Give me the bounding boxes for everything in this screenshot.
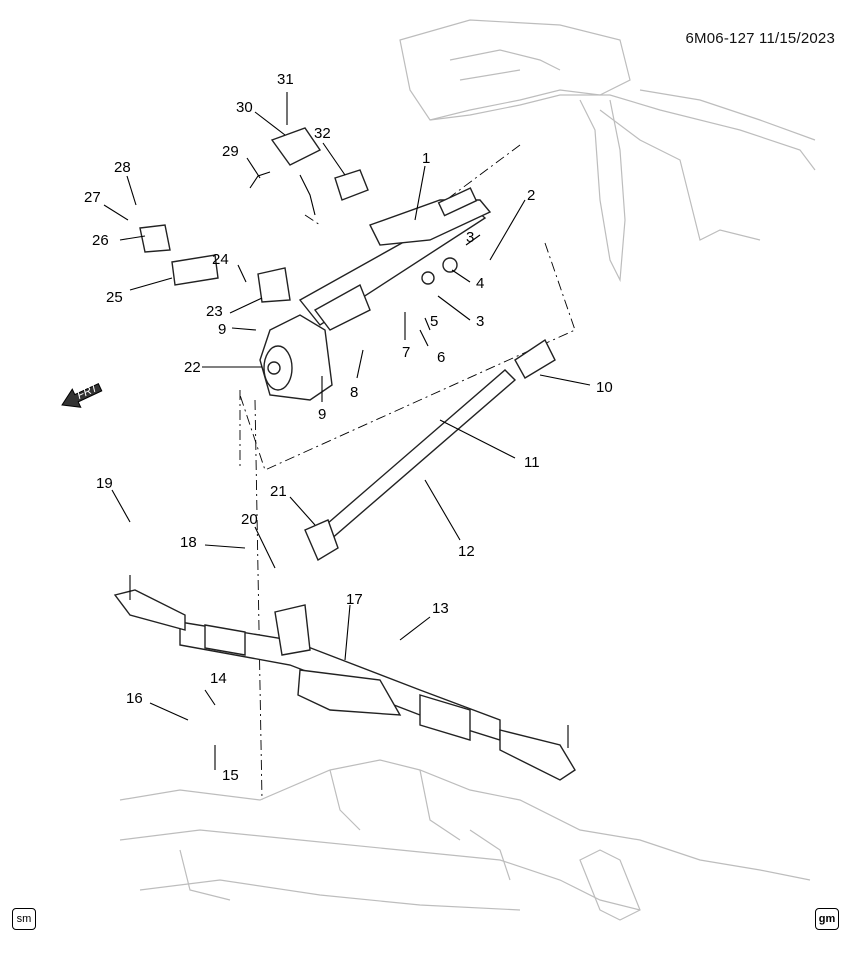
body-structure: [399, 19, 816, 283]
callout-29: 29: [222, 143, 239, 160]
sm-logo: sm: [12, 908, 36, 930]
callout-26: 26: [92, 232, 109, 249]
gm-logo: gm: [815, 908, 839, 930]
callout-10: 10: [596, 379, 613, 396]
callout-16: 16: [126, 690, 143, 707]
steering-gear: [113, 575, 576, 781]
callout-30: 30: [236, 99, 253, 116]
callout-19: 19: [96, 475, 113, 492]
callout-8: 8: [350, 384, 358, 401]
front-direction-icon: FRT: [61, 382, 103, 408]
callout-13: 13: [432, 600, 449, 617]
callout-22: 22: [184, 359, 201, 376]
callout-9: 9: [218, 321, 226, 338]
callout-32: 32: [314, 125, 331, 142]
reference-boundary: [239, 144, 576, 801]
intermediate-shaft: [304, 338, 556, 562]
callout-18: 18: [180, 534, 197, 551]
callout-31: 31: [277, 71, 294, 88]
leader-lines: [103, 92, 591, 770]
dash-boot: [259, 314, 333, 401]
callout-9: 9: [318, 406, 326, 423]
callout-12: 12: [458, 543, 475, 560]
callout-20: 20: [241, 511, 258, 528]
callout-5: 5: [430, 313, 438, 330]
steering-column: [298, 187, 492, 331]
modules: [139, 127, 369, 303]
callout-27: 27: [84, 189, 101, 206]
callout-6: 6: [437, 349, 445, 366]
callout-15: 15: [222, 767, 239, 784]
diagram-reference: 6M06-127 11/15/2023: [685, 30, 835, 47]
callout-14: 14: [210, 670, 227, 687]
callout-7: 7: [402, 344, 410, 361]
callout-24: 24: [212, 251, 229, 268]
callout-1: 1: [422, 150, 430, 167]
callout-21: 21: [270, 483, 287, 500]
callout-4: 4: [476, 275, 484, 292]
subframe: [119, 759, 811, 921]
callout-28: 28: [114, 159, 131, 176]
callout-17: 17: [346, 591, 363, 608]
callout-25: 25: [106, 289, 123, 306]
callout-3: 3: [476, 313, 484, 330]
callout-11: 11: [524, 454, 540, 471]
callout-23: 23: [206, 303, 223, 320]
callout-3: 3: [466, 229, 474, 246]
callout-2: 2: [527, 187, 535, 204]
callout-labels: 1 2 3 3 4 5 6 7 8 9 9 10 11 12 13 14 15 …: [84, 71, 613, 784]
